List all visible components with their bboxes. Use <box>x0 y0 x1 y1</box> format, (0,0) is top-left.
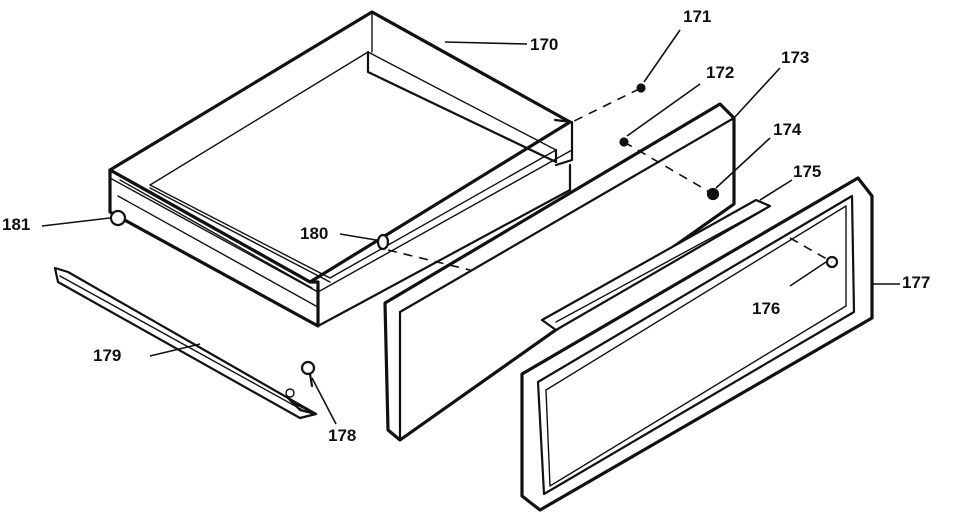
bottom-rail <box>53 266 318 420</box>
assembly-line <box>387 249 471 271</box>
fastener-171 <box>636 83 646 93</box>
callout-173: 173 <box>781 48 810 67</box>
screw-178 <box>300 360 316 388</box>
callout-178: 178 <box>328 426 357 445</box>
callout-172: 172 <box>706 63 735 82</box>
callout-179: 179 <box>93 346 122 365</box>
callout-180: 180 <box>300 224 329 243</box>
callout-171: 171 <box>683 7 712 26</box>
callout-170: 170 <box>530 35 559 54</box>
assembly-line <box>789 237 833 263</box>
callout-181: 181 <box>2 215 31 234</box>
leader-lines <box>41 29 900 425</box>
callout-174: 174 <box>773 120 802 139</box>
front-panel <box>383 102 736 442</box>
drawer-tray <box>108 10 574 328</box>
callout-175: 175 <box>793 162 822 181</box>
grommet-180 <box>376 233 390 251</box>
callout-177: 177 <box>902 273 931 292</box>
callout-176: 176 <box>752 299 781 318</box>
door-frame <box>520 176 874 512</box>
assembly-line <box>623 141 714 195</box>
grommet-181 <box>109 209 127 227</box>
trim-strip <box>540 198 772 332</box>
